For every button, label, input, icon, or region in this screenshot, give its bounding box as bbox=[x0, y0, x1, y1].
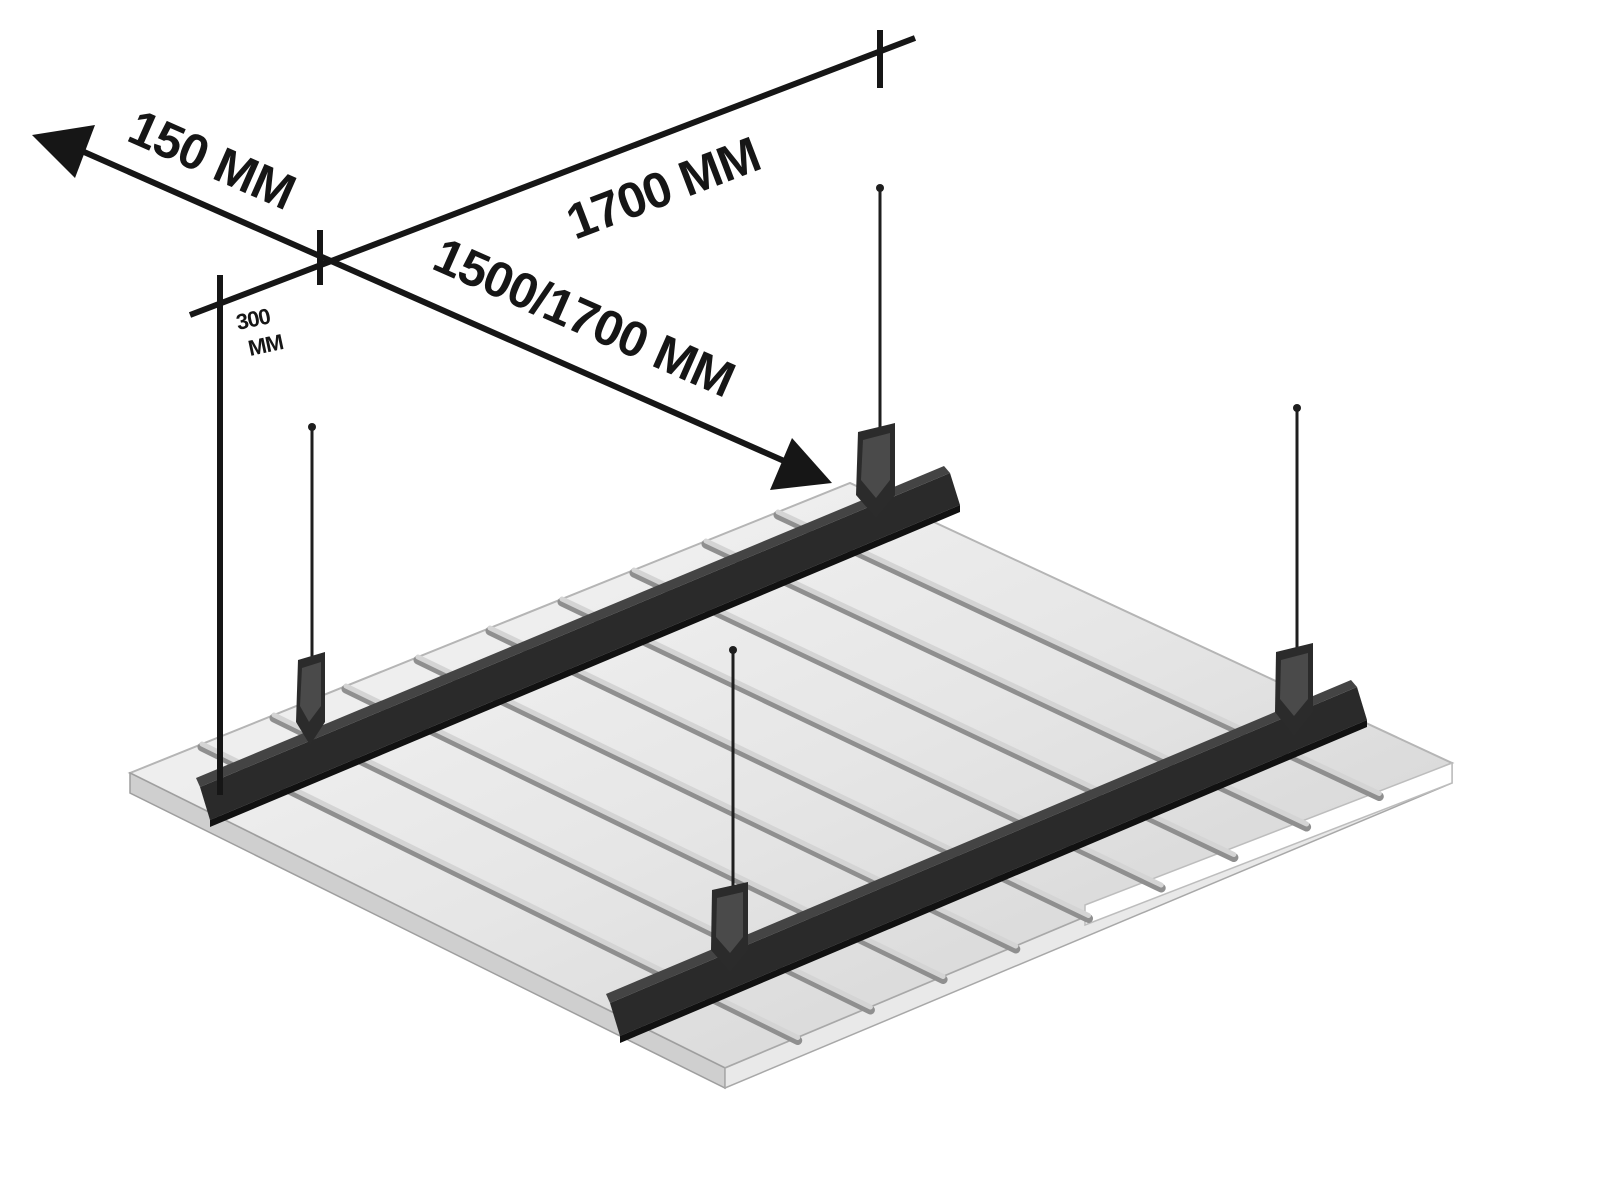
carrier-spacing-dimension-label: 1700 MM bbox=[559, 126, 767, 250]
carrier-rail-right bbox=[606, 680, 1367, 1043]
arrowhead-icon bbox=[770, 438, 832, 490]
hanger-spacing-dimension-label: 1500/1700 MM bbox=[426, 227, 743, 408]
hanger-drop-value-label: 300 bbox=[234, 303, 273, 335]
hanger-clip-icon bbox=[856, 423, 895, 518]
dimension-line-carrier-spacing bbox=[188, 35, 917, 318]
carrier-rail-left bbox=[196, 466, 960, 827]
hanger-rod-4 bbox=[1293, 404, 1301, 660]
hanger-rod-3 bbox=[729, 646, 737, 900]
hanger-clip-icon bbox=[1275, 643, 1313, 736]
hanger-drop-unit-label: MM bbox=[246, 329, 285, 361]
offset-dimension-label: 150 MM bbox=[121, 99, 303, 221]
hanger-rod-2 bbox=[876, 184, 884, 440]
arrowhead-icon bbox=[32, 125, 95, 178]
hanger-rod-1 bbox=[308, 423, 316, 685]
dimension-line-hanger-spacing bbox=[73, 145, 802, 471]
hanger-clip-icon bbox=[711, 882, 748, 972]
hanger-clip-icon bbox=[296, 652, 325, 745]
